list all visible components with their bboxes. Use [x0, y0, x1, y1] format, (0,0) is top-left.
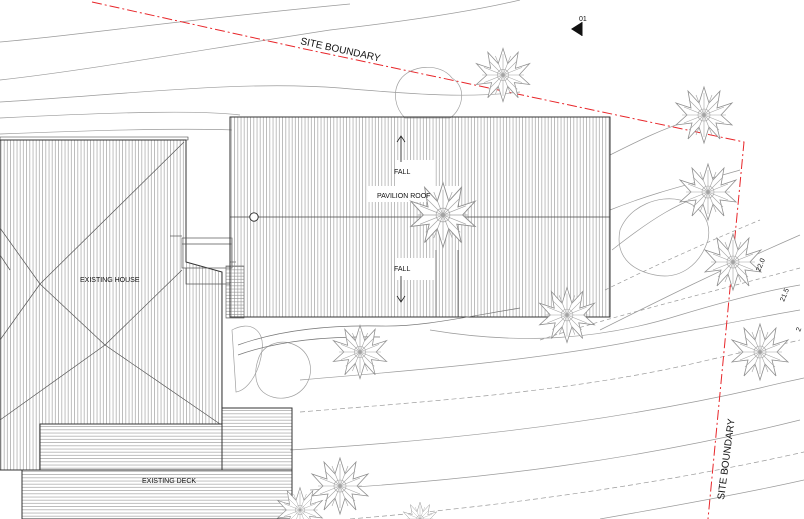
contour-label-22: 22.0 — [755, 257, 767, 272]
downpipe-marker — [249, 212, 259, 222]
existing-deck — [21, 407, 293, 519]
north-marker-label: 01 — [579, 16, 587, 23]
contour-label-21-5: 21.5 — [779, 287, 791, 302]
fall-label-top: FALL — [394, 169, 410, 176]
pavilion-roof-label: PAVILION ROOF — [377, 193, 430, 200]
site-boundary-label-right: SITE BOUNDARY — [716, 418, 738, 501]
fall-label-bottom: FALL — [394, 266, 410, 273]
existing-house-label: EXISTING HOUSE — [80, 277, 140, 284]
existing-house-roof — [0, 136, 223, 471]
north-marker-icon — [571, 22, 583, 36]
fall-arrows — [396, 135, 406, 303]
site-boundary-line — [91, 1, 745, 519]
pavilion-roof — [229, 116, 611, 318]
contour-label-21: 2 — [795, 326, 803, 332]
existing-deck-label: EXISTING DECK — [142, 478, 196, 485]
